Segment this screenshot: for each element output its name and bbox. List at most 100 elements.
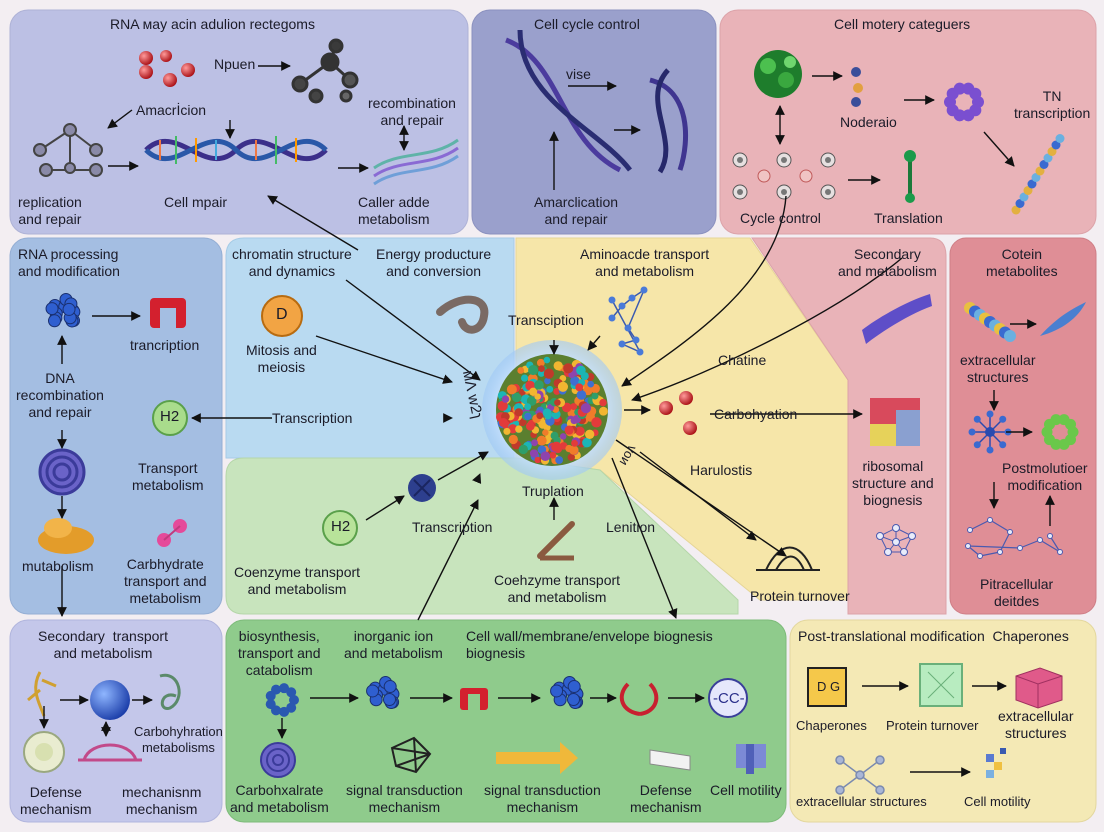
connection-arrows xyxy=(39,61,1055,777)
h2-circle xyxy=(152,400,188,436)
label-h2: H2 xyxy=(160,408,180,425)
orange-blob-icon xyxy=(38,518,94,554)
label-trancription: trancription xyxy=(130,337,200,353)
panel-secondary-transport xyxy=(9,619,223,823)
bead-chain-icon xyxy=(964,302,1016,342)
grey-molecule-network xyxy=(291,38,359,104)
label-h2-green: H2 xyxy=(331,518,351,535)
label-postmolutioer: Postmolutioer modification xyxy=(1002,460,1088,493)
pink-dumbbell-icon xyxy=(157,519,187,547)
label-carbohxalrate: Carbohxalrate and metabolism xyxy=(230,782,329,815)
label-d: D xyxy=(276,306,288,323)
panel-title-cotein: Cotein metabolites xyxy=(986,246,1058,279)
label-chaperones: Chaperones xyxy=(796,718,867,733)
panel-title-secondary: Secondary and metabolism xyxy=(838,246,937,279)
label-inorganic-ion: inorganic ion and metabolism xyxy=(344,628,443,661)
spiral-coil-small xyxy=(260,742,296,778)
purple-ring-molecule xyxy=(944,82,984,122)
panel-title-post-translational: Post-translational modification Chaperon… xyxy=(798,628,1069,644)
red-curl-icon xyxy=(619,682,659,716)
label-carbhydrate: Carbhydrate transport and metabolism xyxy=(124,556,207,606)
green-square-icon xyxy=(919,663,963,707)
label-vise: vise xyxy=(566,66,591,82)
blue-cluster-11a xyxy=(366,675,400,709)
label-caller-adde: Caller adde metabolism xyxy=(358,194,430,227)
label-cycle-control: Cycle control xyxy=(740,210,821,226)
yellow-branch-icon xyxy=(27,671,57,717)
pink-loop-icon xyxy=(78,743,142,762)
label-translation: Translation xyxy=(874,210,943,226)
label-protein-turnover-12: Protein turnover xyxy=(886,718,979,733)
label-lenition: Lenition xyxy=(606,519,656,535)
blue-branching-molecule xyxy=(608,286,648,356)
panel-cell-cycle xyxy=(471,9,717,235)
panel-title-cell-motery: Cell motery categuers xyxy=(834,16,971,32)
label-carbohyhration: Carbohyhration metabolisms xyxy=(134,724,223,755)
label-extracellular-12: extracellular structures xyxy=(998,708,1074,741)
pixel-block-icon xyxy=(986,748,1006,778)
label-extracellular-8: extracellular structures xyxy=(960,352,1036,385)
dg-box-icon xyxy=(807,667,847,707)
label-protein-turnover: Protein turnover xyxy=(750,588,850,604)
protein-icon-row xyxy=(732,152,836,200)
label-chatine: Chatine xyxy=(718,352,767,368)
label-noderaio: Noderaio xyxy=(840,114,897,130)
purple-ribbon-icon xyxy=(862,294,932,344)
panel-biosynthesis xyxy=(225,619,787,823)
panel-post-translational xyxy=(789,619,1097,823)
hook-molecule-icon xyxy=(436,295,489,334)
h2-circle-green xyxy=(322,510,358,546)
label-ribosomal: ribosomal structure and biognesis xyxy=(852,458,934,508)
panel-title-cell-cycle: Cell cycle control xyxy=(534,16,640,32)
label-mechanisnm: mechanisnm mechanism xyxy=(122,784,202,817)
label-cc: -CC- xyxy=(713,690,745,707)
cell-disk-icon xyxy=(23,731,65,773)
dna-double-helix xyxy=(144,136,328,164)
label-carbohyation: Carbohyation xyxy=(714,406,798,422)
label-extracellular-structures: extracellular structures xyxy=(796,794,927,809)
star-network-icon xyxy=(968,410,1012,454)
label-replication-repair: replication and repair xyxy=(18,194,82,227)
yellow-arrow-icon xyxy=(496,742,578,774)
label-mitosis-meiosis: Mitosis and meiosis xyxy=(246,342,317,375)
panel-cell-motility-top xyxy=(719,9,1097,235)
blue-block-icon xyxy=(736,744,766,774)
protein-turnover-icon xyxy=(756,546,820,571)
green-ring-icon xyxy=(1041,414,1079,450)
protein-complex-blob xyxy=(482,340,622,480)
panel-title-chromatin: chromatin structure and dynamics xyxy=(232,246,352,279)
spiral-coil-icon xyxy=(38,448,86,496)
red-molecule-cluster xyxy=(139,50,195,87)
label-transcription-green: Transcription xyxy=(412,519,493,535)
cross-network-icon xyxy=(835,755,885,795)
panel-protein-metabolites xyxy=(949,237,1097,615)
label-mutabolism: mutabolism xyxy=(22,558,94,574)
panel-title-secondary-transport: Secondary transport and metabolism xyxy=(38,628,168,661)
label-signal-1: signal transduction mechanism xyxy=(346,782,463,815)
blue-sphere-large xyxy=(90,680,130,720)
label-coenzyme-2: Coehzyme transport and metabolism xyxy=(494,572,621,605)
panel-rna-regulation xyxy=(9,9,469,235)
green-protein-cluster xyxy=(754,50,802,98)
lattice-network-icon xyxy=(876,524,916,556)
small-molecule-chain xyxy=(851,67,863,107)
label-transciption: Transciption xyxy=(508,312,584,328)
bent-bar-icon xyxy=(537,521,575,561)
label-energy-producture: Energy producture and conversion xyxy=(376,246,492,279)
panel-secondary xyxy=(751,237,947,615)
label-cell-wall: Cell wall/membrane/envelope biognesis bi… xyxy=(466,628,713,661)
dark-hexagon-icon xyxy=(408,474,436,502)
blue-leaf-icon xyxy=(1040,302,1086,336)
chain-molecule-diagonal xyxy=(1011,134,1065,215)
dna-helix-large xyxy=(505,29,689,174)
label-defense-10: Defense mechanism xyxy=(20,784,92,817)
ribbon-strands-icon xyxy=(373,138,459,186)
blue-ring-icon xyxy=(265,683,299,717)
label-harulostis: Harulostis xyxy=(690,462,753,478)
scaffold-network-icon xyxy=(965,517,1063,559)
panel-title-rna-processing: RNA processing and modification xyxy=(18,246,120,279)
green-lever-icon xyxy=(904,150,916,203)
label-amarclication: Amarclication and repair xyxy=(534,194,619,227)
label-transcription-mid: Transcription xyxy=(272,410,353,426)
